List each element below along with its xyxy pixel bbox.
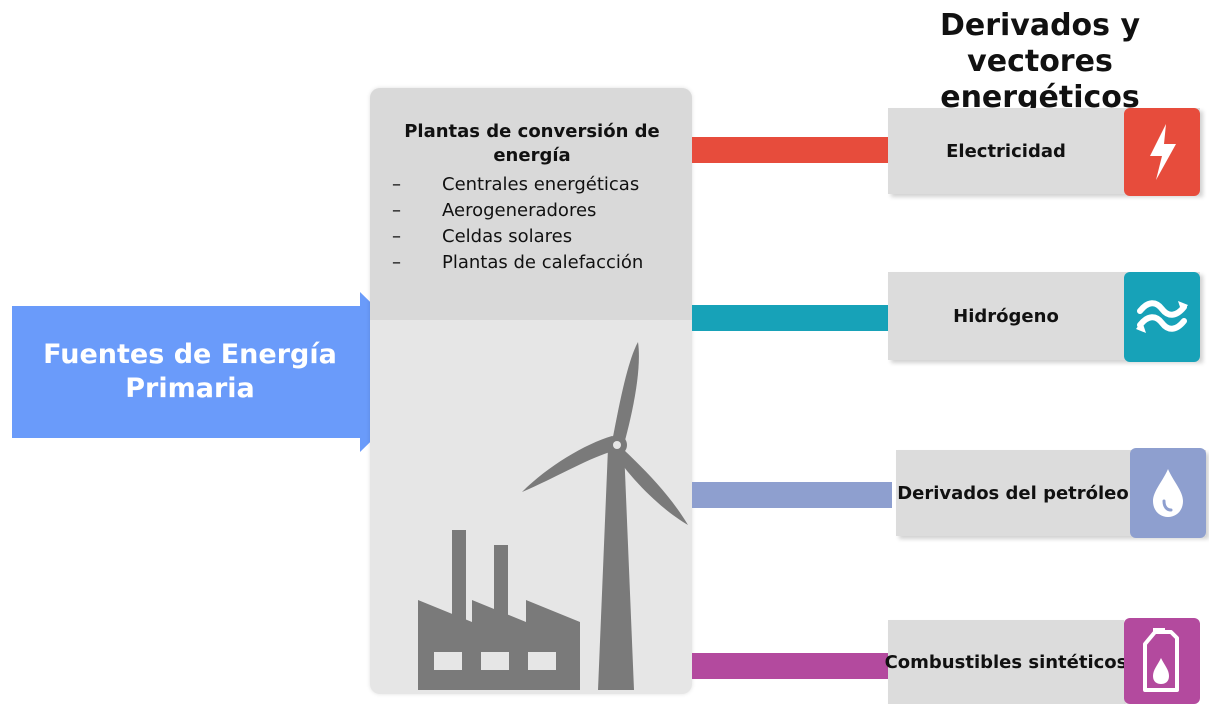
connector-line-synthetic-fuels	[692, 653, 892, 679]
list-item-label: Aerogeneradores	[442, 200, 597, 221]
conversion-panel-header	[370, 88, 692, 320]
wind-turbine-icon	[522, 342, 688, 690]
list-item: – Centrales energéticas	[392, 172, 692, 198]
list-item-label: Centrales energéticas	[442, 174, 640, 195]
output-icon-tile-hydrogen	[1124, 272, 1200, 362]
output-icon-tile-petroleum	[1130, 448, 1206, 538]
output-box-synthetic-fuels	[888, 620, 1124, 704]
outputs-header-line1: Derivados y vectores	[939, 8, 1141, 79]
connector-line-petroleum	[692, 482, 892, 508]
connector-line-electricity	[692, 137, 892, 163]
conversion-list: –Centrales energéticas –Aerogeneradores …	[392, 172, 692, 276]
connector-line-hydrogen	[692, 305, 892, 331]
output-icon-tile-synthetic-fuels	[1124, 618, 1200, 704]
dash-bullet: –	[392, 174, 401, 195]
primary-energy-line2: Primaria	[125, 373, 255, 404]
dash-bullet: –	[392, 226, 401, 247]
factory-icon	[418, 530, 580, 690]
output-icon-tile-electricity	[1124, 108, 1200, 196]
plant-illustration	[418, 342, 688, 690]
list-item: – Plantas de calefacción	[392, 250, 692, 276]
dash-bullet: –	[392, 200, 401, 221]
conversion-title: Plantas de conversión de energía	[404, 121, 660, 166]
output-label-synthetic-fuels: Combustibles sintéticos	[884, 651, 1128, 673]
outputs-header: Derivados y vectores energéticos	[880, 8, 1200, 116]
lightning-icon	[1150, 124, 1176, 180]
primary-energy-arrow	[12, 292, 442, 452]
list-item-label: Celdas solares	[442, 226, 573, 247]
list-item-label: Plantas de calefacción	[442, 252, 644, 273]
output-label-hydrogen: Hidrógeno	[953, 305, 1059, 327]
output-label-electricity: Electricidad	[946, 140, 1066, 162]
fuel-can-icon	[1143, 628, 1179, 692]
drop-icon	[1153, 469, 1183, 517]
output-label-petroleum: Derivados del petróleo	[897, 482, 1129, 504]
waves-icon	[1136, 300, 1188, 333]
primary-energy-label: Fuentes de Energía Primaria	[20, 338, 360, 406]
primary-energy-line1: Fuentes de Energía	[43, 339, 337, 370]
list-item: – Celdas solares	[392, 224, 692, 250]
list-item: – Aerogeneradores	[392, 198, 692, 224]
dash-bullet: –	[392, 252, 401, 273]
